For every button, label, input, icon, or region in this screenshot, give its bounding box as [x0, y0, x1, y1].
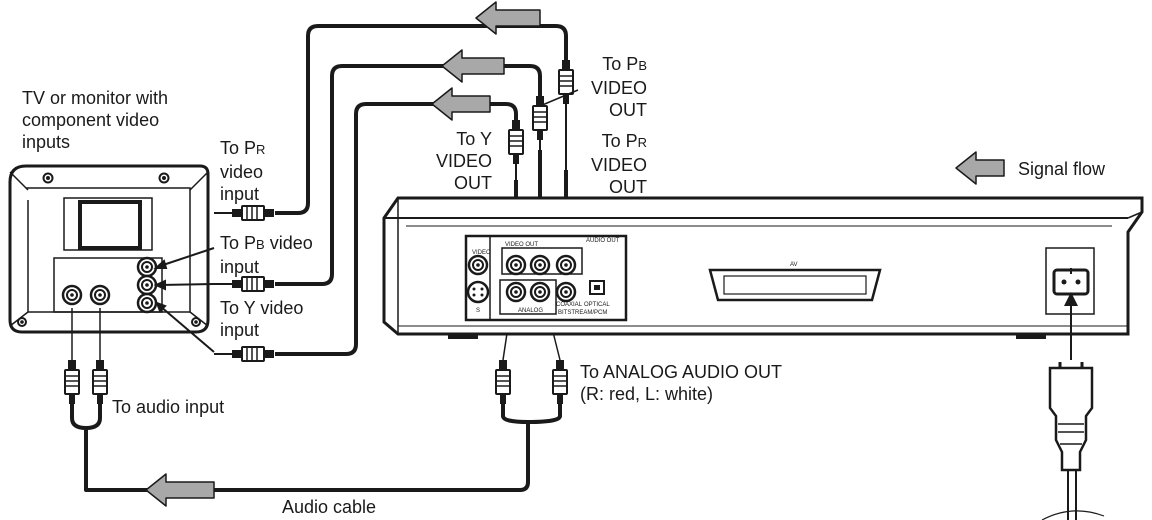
dvd-player [382, 196, 1144, 339]
signal-flow-arrow-pb [441, 49, 505, 83]
signal-flow-arrow-audio [145, 473, 215, 507]
tv-jack-pr [136, 256, 158, 278]
label-audio-cable: Audio cable [282, 497, 377, 517]
av-scart-connector [708, 268, 882, 302]
player-s-video-jack [466, 280, 490, 304]
tv-leader-lines [153, 247, 215, 353]
y-video-cable [275, 102, 518, 356]
panel-coaxial-label: COAXIAL [556, 302, 583, 308]
tv-caption-line-1: TV or monitor with [22, 88, 169, 108]
label-to-pb-video-out: To PB VIDEO OUT [590, 54, 647, 120]
tv-jack-pb [136, 274, 158, 296]
panel-analog-label: ANALOG [518, 308, 543, 314]
tv-jack-y [136, 292, 158, 314]
panel-optical-label: OPTICAL [584, 302, 610, 308]
signal-flow-arrow-pr [475, 1, 541, 35]
pr-leader [539, 89, 579, 107]
plug-player-audio-left [495, 359, 511, 405]
signal-flow-arrow-y [431, 87, 491, 121]
audio-cable [70, 404, 562, 492]
label-to-pb-video-input: To PB video input [220, 233, 313, 277]
label-to-pr-video-input: To PR video input [220, 138, 266, 204]
signal-flow-legend-arrow [955, 151, 1005, 185]
power-inlet [1045, 247, 1095, 315]
label-to-y-video-input: To Y video input [220, 298, 304, 340]
label-signal-flow: Signal flow [1018, 159, 1106, 179]
plug-player-pb [532, 95, 548, 141]
tv-audio-jack-right [89, 284, 111, 306]
pb-video-cable [275, 64, 542, 286]
panel-av-label: AV [790, 262, 798, 268]
plug-tv-audio-right [92, 359, 108, 405]
tv-caption-line-2: component video [22, 110, 160, 130]
tv-monitor [8, 164, 210, 334]
plug-tv-pb [231, 276, 275, 292]
panel-bitstream-label: BITSTREAM/PCM [558, 310, 607, 316]
tv-caption-line-3: inputs [22, 132, 71, 152]
tv-caption: TV or monitor with component video input… [22, 87, 168, 153]
tv-audio-jack-left [61, 284, 83, 306]
panel-video-label: VIDEO [472, 250, 491, 256]
panel-audio-out-label: AUDIO OUT [586, 238, 620, 244]
label-to-pr-video-out: To PR VIDEO OUT [590, 131, 647, 197]
plug-tv-y [231, 346, 275, 362]
plug-tv-pr [231, 205, 275, 221]
plug-tv-audio-left [64, 359, 80, 405]
label-to-y-video-out: To Y VIDEO OUT [435, 129, 492, 193]
plug-player-audio-right [552, 359, 568, 405]
player-optical-jack [589, 280, 605, 295]
plug-player-y [508, 119, 524, 165]
label-to-audio-input: To audio input [112, 397, 225, 417]
power-cord [1041, 292, 1105, 520]
panel-s-label: S [476, 308, 480, 314]
panel-video-out-label: VIDEO OUT [505, 242, 538, 248]
label-to-analog-audio-out: To ANALOG AUDIO OUT (R: red, L: white) [580, 362, 783, 404]
pr-video-cable [275, 24, 568, 215]
